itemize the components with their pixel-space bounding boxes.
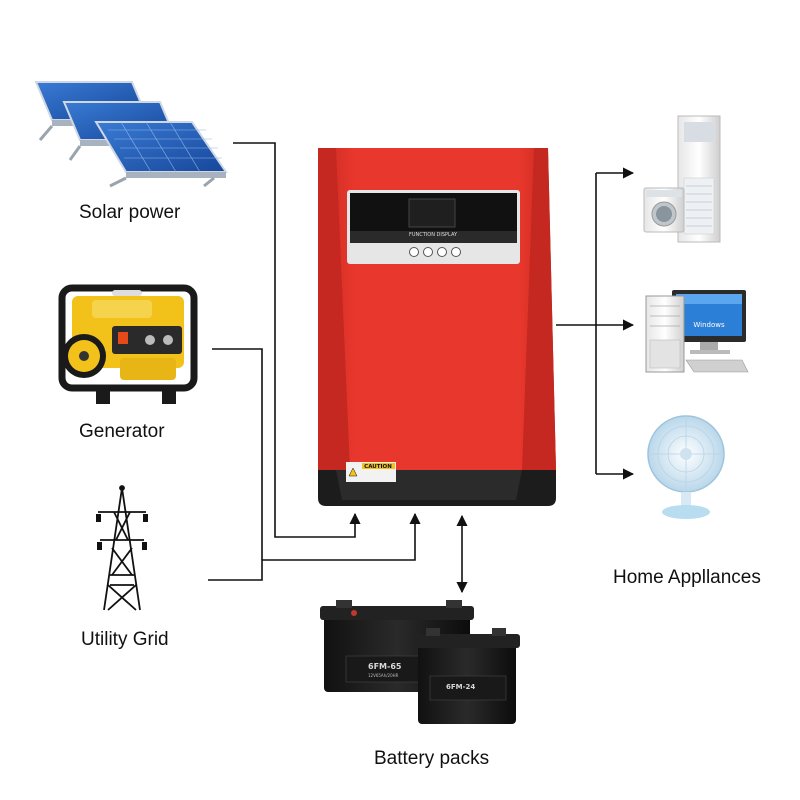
utility-tower-image — [96, 485, 148, 611]
inverter-panel-text: FUNCTION DISPLAY — [409, 232, 458, 238]
computer-image — [645, 290, 749, 373]
connection-lines — [208, 142, 635, 594]
monitor-os-text: Windows — [693, 321, 725, 329]
battery-small-model: 6FM-24 — [446, 683, 475, 691]
generator-line — [212, 348, 263, 560]
home-appliances-label: Home Appllances — [613, 567, 761, 588]
battery-packs-image — [320, 600, 520, 724]
battery-big-spec: 12V65Ah/20HR — [368, 673, 399, 678]
solar-power-label: Solar power — [79, 202, 181, 223]
generator-label: Generator — [79, 421, 165, 442]
inverter-unit — [318, 148, 556, 506]
solar-panels-image — [34, 81, 228, 188]
ac-washer-image — [643, 115, 721, 243]
caution-label: CAUTION — [364, 464, 392, 470]
battery-packs-label: Battery packs — [374, 748, 490, 769]
generator-image — [58, 284, 198, 404]
fan-image — [647, 415, 725, 519]
solar-line — [233, 142, 361, 538]
utility-grid-label: Utility Grid — [81, 629, 169, 650]
battery-big-model: 6FM-65 — [368, 662, 402, 671]
grid-line — [208, 512, 421, 581]
